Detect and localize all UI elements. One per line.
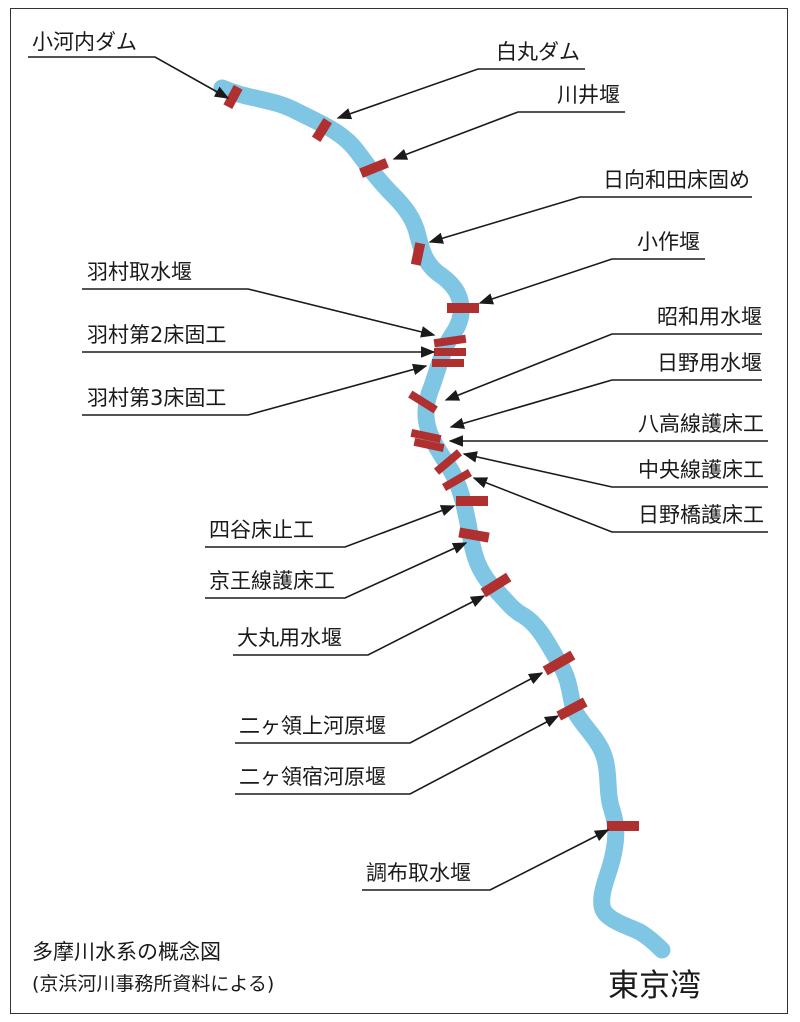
marker-hachiko-sen-gosho <box>413 437 445 453</box>
leader-yotsuya-tokodome <box>205 505 456 548</box>
marker-chofu-shusui-seki <box>607 821 639 831</box>
leader-omaru-yosui-seki <box>233 595 486 656</box>
label-hamura-3-tokokote: 羽村第3床固工 <box>87 386 226 410</box>
marker-kawai-seki <box>359 158 389 178</box>
marker-hamura-3-tokokote <box>432 359 464 367</box>
marker-hinatawada-tokogatame <box>410 242 426 266</box>
label-shiromaru-dam: 白丸ダム <box>496 40 580 64</box>
diagram-source: (京浜河川事務所資料による) <box>32 973 275 995</box>
marker-nikaryo-shuku-kawara-seki <box>556 697 588 721</box>
tama-river-channel <box>213 79 671 959</box>
label-hinobashi-gosho: 日野橋護床工 <box>638 503 764 527</box>
label-chofu-shusui-seki: 調布取水堰 <box>366 861 471 885</box>
diagram-frame <box>10 8 788 1014</box>
label-nikaryo-kami-kawara-seki: 二ヶ領上河原堰 <box>239 714 386 738</box>
marker-keio-sen-gosho <box>458 527 490 543</box>
leader-hamura-shusui-seki <box>82 288 436 338</box>
label-hinatawada-tokogatame: 日向和田床固め <box>603 168 750 192</box>
river-end-label: 東京湾 <box>608 968 701 1004</box>
label-nikaryo-shuku-kawara-seki: 二ヶ領宿河原堰 <box>239 765 386 789</box>
leader-hinatawada-tokogatame <box>428 196 752 244</box>
leader-showa-yosui-seki <box>444 333 762 401</box>
label-hamura-shusui-seki: 羽村取水堰 <box>87 260 192 284</box>
leader-kawai-seki <box>392 111 625 160</box>
leader-hinobashi-gosho <box>472 477 768 533</box>
marker-hinobashi-gosho <box>442 469 472 491</box>
label-hachiko-sen-gosho: 八高線護床工 <box>638 412 764 436</box>
label-yotsuya-tokodome: 四谷床止工 <box>209 518 314 542</box>
label-keio-sen-gosho: 京王線護床工 <box>209 569 335 593</box>
label-chuo-sen-gosho: 中央線護床工 <box>638 458 764 482</box>
marker-yotsuya-tokodome <box>456 496 488 506</box>
structure-labels: 小河内ダム 白丸ダム 川井堰 日向和田床固め 小作堰 羽村取水堰 羽村第2床固工… <box>32 30 764 885</box>
leader-nikaryo-kami-kawara-seki <box>235 672 544 744</box>
leader-chuo-sen-gosho <box>462 451 768 488</box>
label-omaru-yosui-seki: 大丸用水堰 <box>237 626 342 650</box>
leader-kosaku-seki <box>478 258 705 305</box>
marker-nikaryo-kami-kawara-seki <box>542 650 576 676</box>
label-hamura-2-tokokote: 羽村第2床固工 <box>87 323 226 347</box>
label-kosaku-seki: 小作堰 <box>637 230 700 254</box>
marker-shiromaru-dam <box>311 118 333 142</box>
marker-hamura-2-tokokote <box>434 348 466 356</box>
leader-keio-sen-gosho <box>205 542 468 599</box>
leader-ogouchi-dam <box>28 56 230 99</box>
marker-hamura-shusui-seki <box>433 334 467 348</box>
marker-ogouchi-dam <box>223 84 243 110</box>
marker-hino-yosui-seki <box>410 428 442 444</box>
marker-kosaku-seki <box>447 303 479 313</box>
marker-chuo-sen-gosho <box>433 449 463 475</box>
leader-lines <box>28 56 768 891</box>
diagram-title: 多摩川水系の概念図 <box>32 940 221 964</box>
marker-omaru-yosui-seki <box>480 572 512 598</box>
leader-hamura-3-tokokote <box>82 363 428 416</box>
leader-nikaryo-shuku-kawara-seki <box>235 715 560 795</box>
label-hino-yosui-seki: 日野用水堰 <box>657 351 762 375</box>
leader-shiromaru-dam <box>336 68 585 120</box>
label-showa-yosui-seki: 昭和用水堰 <box>657 305 762 329</box>
leader-hino-yosui-seki <box>449 379 762 429</box>
label-kawai-seki: 川井堰 <box>557 83 620 107</box>
marker-showa-yosui-seki <box>408 390 438 414</box>
label-ogouchi-dam: 小河内ダム <box>32 30 137 54</box>
leader-chofu-shusui-seki <box>362 829 610 891</box>
structure-markers <box>223 84 639 831</box>
